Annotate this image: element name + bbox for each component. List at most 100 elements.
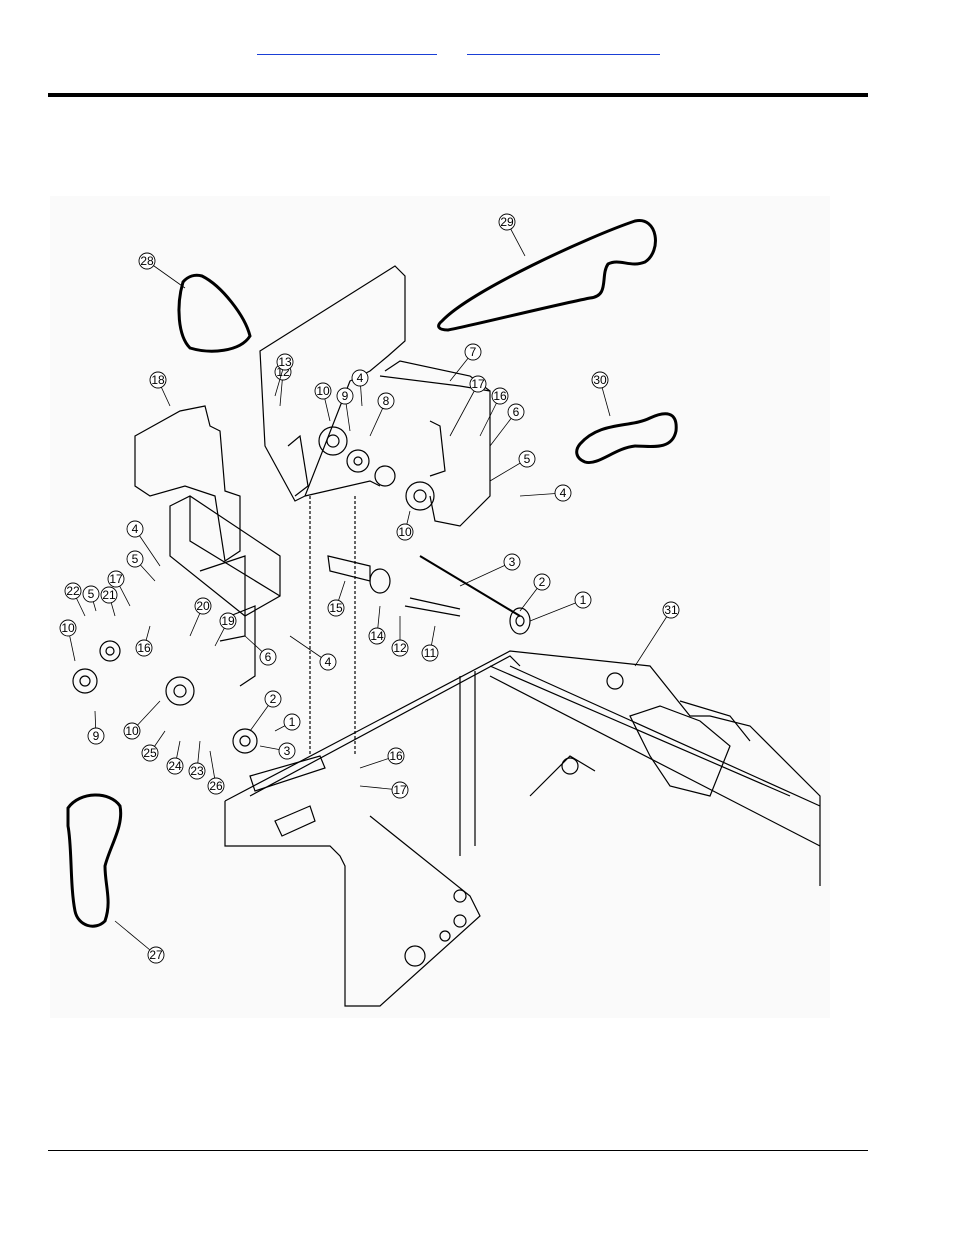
callout-27: 27 (114, 920, 165, 964)
callout-5-2: 5 (126, 550, 156, 582)
callout-balloon (396, 523, 414, 541)
callout-number: 4 (357, 371, 364, 385)
callout-3-1: 3 (459, 553, 521, 587)
callout-balloon (107, 570, 125, 588)
callout-balloon (82, 585, 100, 603)
callout-balloon (377, 392, 395, 410)
header-rule (48, 93, 868, 97)
callout-8: 8 (369, 392, 395, 437)
callout-number: 24 (168, 759, 182, 773)
callout-number: 28 (140, 254, 154, 268)
callout-4-4: 4 (289, 635, 337, 671)
callout-balloon (147, 946, 165, 964)
callout-number: 16 (493, 389, 507, 403)
callout-22: 22 (64, 582, 86, 617)
callout-balloon (194, 597, 212, 615)
callout-17-2: 17 (359, 781, 409, 799)
callout-9-2: 9 (87, 710, 105, 745)
callout-number: 9 (342, 389, 349, 403)
callout-balloon (498, 213, 516, 231)
callout-number: 2 (270, 692, 277, 706)
callout-5-1: 5 (489, 450, 536, 482)
callout-leader (634, 609, 672, 667)
header-links (0, 40, 954, 60)
top-link-2[interactable] (467, 40, 660, 55)
callout-28: 28 (138, 252, 186, 289)
callout-number: 5 (88, 587, 95, 601)
callout-number: 17 (393, 783, 407, 797)
callout-balloon (554, 484, 572, 502)
callout-9-1: 9 (336, 387, 354, 432)
exploded-view-drawing: 1122334444555667899101010101112121314151… (59, 213, 821, 1007)
callout-balloon (662, 601, 680, 619)
callout-number: 17 (109, 572, 123, 586)
callout-10-2: 10 (396, 510, 414, 541)
callout-balloon (314, 382, 332, 400)
callout-4-1: 4 (351, 369, 369, 407)
callout-number: 4 (132, 522, 139, 536)
callout-2-2: 2 (249, 690, 282, 732)
callout-balloon (336, 387, 354, 405)
callout-number: 16 (389, 749, 403, 763)
callout-1-2: 1 (274, 713, 301, 732)
callout-leader (114, 920, 157, 956)
callout-leader (459, 561, 513, 587)
callout-balloon (518, 450, 536, 468)
callout-number: 3 (284, 744, 291, 758)
callout-11: 11 (421, 625, 439, 662)
callout-12-1: 12 (274, 363, 292, 407)
callout-balloon (259, 648, 277, 666)
callout-balloon (138, 252, 156, 270)
callout-balloon (491, 387, 509, 405)
callout-16-2: 16 (359, 747, 405, 769)
callout-number: 31 (664, 603, 678, 617)
callout-number: 1 (580, 593, 587, 607)
callout-number: 4 (325, 655, 332, 669)
callout-24: 24 (166, 740, 184, 775)
callout-31: 31 (634, 601, 680, 667)
callout-29: 29 (498, 213, 526, 257)
callout-leader (529, 599, 584, 622)
callout-balloon (391, 639, 409, 657)
callout-10-4: 10 (123, 700, 161, 740)
callout-15: 15 (327, 580, 346, 617)
callout-balloon (100, 586, 118, 604)
callout-number: 17 (471, 377, 485, 391)
callout-30: 30 (591, 371, 611, 417)
callout-5-3: 5 (82, 585, 100, 612)
callout-number: 26 (209, 779, 223, 793)
callout-number: 5 (524, 452, 531, 466)
callout-balloon (503, 553, 521, 571)
callout-balloon (188, 762, 206, 780)
callout-number: 30 (593, 373, 607, 387)
callout-balloon (87, 727, 105, 745)
callout-number: 7 (470, 345, 477, 359)
top-link-1[interactable] (257, 40, 437, 55)
callout-14: 14 (368, 605, 386, 645)
callout-balloon (207, 777, 225, 795)
callout-balloon (126, 520, 144, 538)
callout-number: 9 (93, 729, 100, 743)
callout-balloon (264, 690, 282, 708)
callout-18: 18 (149, 371, 171, 407)
callout-balloon (574, 591, 592, 609)
callout-balloon (64, 582, 82, 600)
callout-balloon (591, 371, 609, 389)
callout-number: 5 (132, 552, 139, 566)
callout-4-2: 4 (519, 484, 572, 502)
callout-number: 22 (66, 584, 80, 598)
callout-13: 13 (274, 353, 294, 397)
callout-number: 18 (151, 373, 165, 387)
callout-20: 20 (189, 597, 212, 637)
callout-balloon (507, 403, 525, 421)
callout-balloon (533, 573, 551, 591)
callout-balloon (387, 747, 405, 765)
callout-balloon (464, 343, 482, 361)
callout-balloon (166, 757, 184, 775)
callout-number: 10 (61, 621, 75, 635)
callout-10-1: 10 (314, 382, 332, 422)
callout-balloon (149, 371, 167, 389)
callout-balloon (141, 744, 159, 762)
callout-balloon (135, 639, 153, 657)
